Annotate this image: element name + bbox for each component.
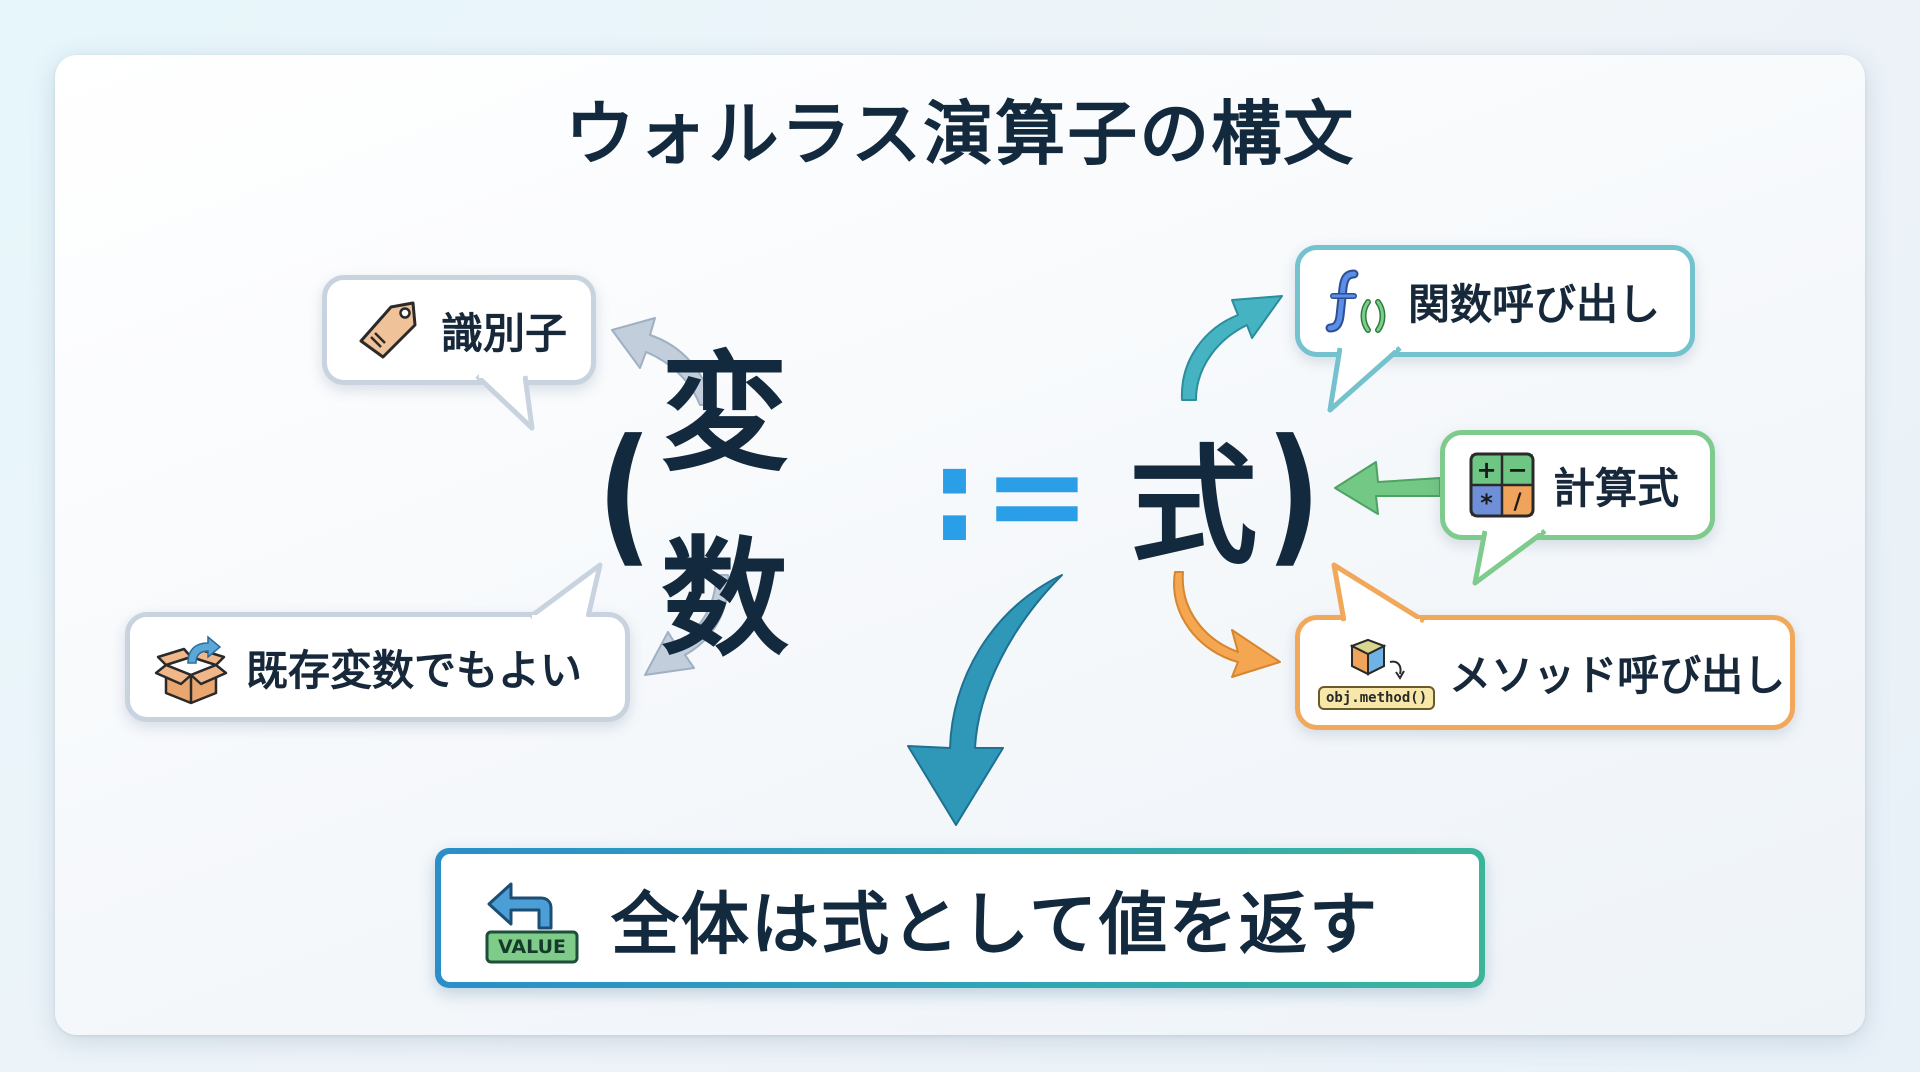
bubble-calculation: + − * / 計算式 xyxy=(1440,430,1715,586)
result-label: 全体は式として値を返す xyxy=(611,885,1379,965)
calculator-icon: + − * / xyxy=(1469,452,1535,518)
walrus-operator: := xyxy=(928,419,1094,571)
bubble-tail xyxy=(1331,562,1426,631)
formula-expression: 式 xyxy=(1129,432,1260,582)
bubble-tail xyxy=(475,370,535,431)
bubble-label: 既存変数でもよい xyxy=(246,645,583,695)
walrus-formula: ( 変数 := 式 ) xyxy=(590,340,1330,674)
return-arrow-icon: VALUE xyxy=(481,868,581,968)
value-tag: VALUE xyxy=(498,936,566,958)
bubble-function-call: 関数呼び出し xyxy=(1295,245,1695,413)
calc-plus: + xyxy=(1476,456,1496,484)
calc-minus: − xyxy=(1507,456,1527,484)
bubble-tail xyxy=(1472,523,1547,586)
result-box: VALUE 全体は式として値を返す xyxy=(435,848,1485,988)
method-code-label: obj.method() xyxy=(1318,685,1436,710)
open-paren: ( xyxy=(597,408,654,582)
bubble-label: メソッド呼び出し xyxy=(1449,651,1786,700)
cube-method-icon: obj.method() xyxy=(1318,636,1436,710)
open-box-icon xyxy=(154,629,228,705)
bubble-label: 計算式 xyxy=(1553,463,1680,513)
bubble-tail xyxy=(528,562,603,625)
bubble-label: 関数呼び出し xyxy=(1408,279,1661,329)
calc-divide: / xyxy=(1513,490,1522,515)
bubble-identifier: 識別子 xyxy=(322,275,596,431)
function-icon xyxy=(1324,266,1390,336)
formula-variable: 変数 xyxy=(660,340,791,674)
close-paren: ) xyxy=(1266,408,1323,582)
tag-icon xyxy=(353,297,423,363)
bubble-method-call: obj.method() メソッド呼び出し xyxy=(1295,562,1795,730)
page-title: ウォルラス演算子の構文 xyxy=(564,93,1356,175)
bubble-label: 識別子 xyxy=(441,308,568,358)
calc-multiply: * xyxy=(1480,489,1493,517)
bubble-tail xyxy=(1327,340,1402,413)
bubble-existing-variable: 既存変数でもよい xyxy=(125,562,630,722)
